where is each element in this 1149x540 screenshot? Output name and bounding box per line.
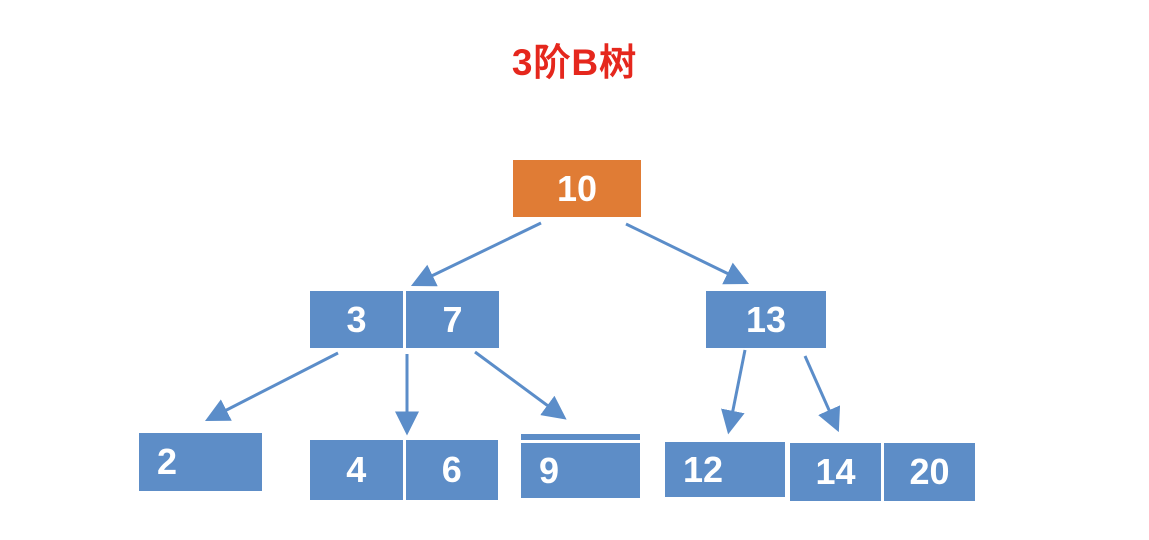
node-key-7: 7 (442, 298, 463, 340)
btree-node-14-20: 14 20 (790, 443, 975, 501)
node-key-14: 14 (790, 443, 884, 501)
node-key-20: 20 (909, 451, 950, 492)
node-key-12: 12 (683, 448, 724, 490)
tree-edge-10-to-13 (625, 222, 750, 285)
node-top-stripe (521, 434, 640, 440)
tree-edge-3-7-to-9 (474, 350, 567, 420)
btree-node-13: 13 (706, 291, 826, 348)
node-key-4: 4 (310, 440, 406, 500)
tree-edge-10-to-3-7 (410, 221, 542, 287)
btree-node-10: 10 (513, 160, 641, 217)
node-key-9: 9 (539, 449, 560, 491)
node-key-6: 6 (441, 449, 462, 490)
btree-node-12: 12 (665, 442, 785, 497)
tree-edge-3-7-to-2 (204, 351, 339, 422)
node-key-3: 3 (310, 291, 406, 348)
btree-node-9: 9 (521, 434, 640, 498)
diagram-title: 3阶B树 (511, 42, 638, 83)
node-key-2: 2 (157, 441, 178, 482)
btree-node-2: 2 (139, 433, 262, 491)
node-key-13: 13 (745, 298, 787, 340)
tree-edge-13-to-12 (721, 349, 747, 435)
node-key-10: 10 (556, 167, 598, 209)
tree-edge-13-to-14-20 (803, 355, 841, 433)
